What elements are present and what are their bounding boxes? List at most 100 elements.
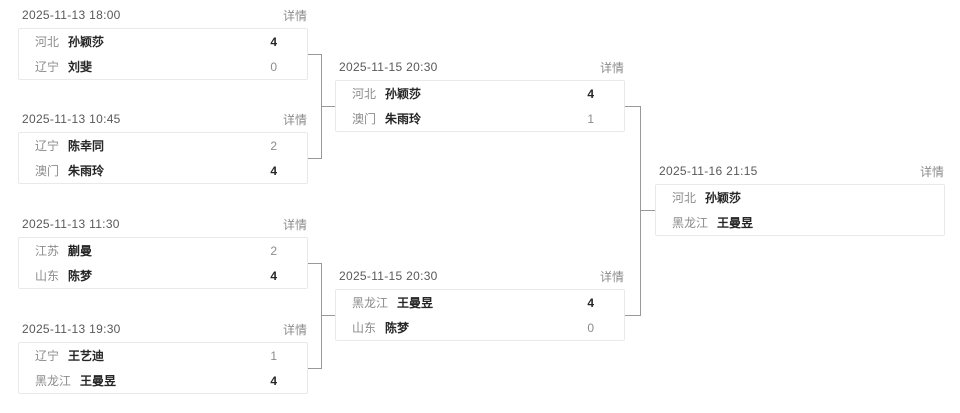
player-region: 黑龙江 bbox=[672, 216, 709, 230]
match-block-qf4: 2025-11-13 19:30 详情 辽宁 王艺迪 1 黑龙江 王曼昱 4 bbox=[18, 322, 308, 394]
player-row: 辽宁 陈幸同 2 bbox=[19, 133, 307, 158]
player-row: 黑龙江 王曼昱 4 bbox=[19, 368, 307, 393]
player-row: 河北 孙颖莎 bbox=[656, 185, 944, 210]
match-card[interactable]: 黑龙江 王曼昱 4 山东 陈梦 0 bbox=[335, 289, 625, 341]
player-name: 王曼昱 bbox=[80, 374, 117, 388]
player-name: 王曼昱 bbox=[397, 296, 434, 310]
match-date: 2025-11-13 19:30 bbox=[22, 322, 121, 336]
player-score: 1 bbox=[270, 348, 277, 363]
player-score: 2 bbox=[270, 243, 277, 258]
match-date: 2025-11-13 10:45 bbox=[22, 112, 121, 126]
player-region: 河北 bbox=[35, 35, 60, 49]
player-name: 蒯曼 bbox=[68, 244, 93, 258]
player-row: 澳门 朱雨玲 1 bbox=[336, 106, 624, 131]
match-detail-link[interactable]: 详情 bbox=[282, 217, 307, 232]
match-detail-link[interactable]: 详情 bbox=[282, 322, 307, 337]
match-block-qf1: 2025-11-13 18:00 详情 河北 孙颖莎 4 辽宁 刘斐 0 bbox=[18, 8, 308, 80]
player-name: 孙颖莎 bbox=[385, 87, 422, 101]
player-region: 河北 bbox=[672, 191, 697, 205]
match-date: 2025-11-13 11:30 bbox=[22, 217, 120, 231]
player-row: 辽宁 王艺迪 1 bbox=[19, 343, 307, 368]
bracket-connector bbox=[321, 263, 322, 369]
match-block-final: 2025-11-16 21:15 详情 河北 孙颖莎 黑龙江 王曼昱 bbox=[655, 164, 945, 236]
player-row: 河北 孙颖莎 4 bbox=[19, 29, 307, 54]
match-date: 2025-11-15 20:30 bbox=[339, 269, 438, 283]
player-row: 江苏 蒯曼 2 bbox=[19, 238, 307, 263]
player-score: 4 bbox=[587, 295, 594, 310]
match-detail-link[interactable]: 详情 bbox=[599, 60, 624, 75]
bracket-connector bbox=[321, 106, 335, 107]
player-name: 孙颖莎 bbox=[68, 35, 105, 49]
match-header: 2025-11-16 21:15 详情 bbox=[655, 164, 945, 179]
player-row: 澳门 朱雨玲 4 bbox=[19, 158, 307, 183]
player-region: 江苏 bbox=[35, 244, 60, 258]
match-card[interactable]: 江苏 蒯曼 2 山东 陈梦 4 bbox=[18, 237, 308, 289]
match-block-sf1: 2025-11-15 20:30 详情 河北 孙颖莎 4 澳门 朱雨玲 1 bbox=[335, 60, 625, 132]
match-detail-link[interactable]: 详情 bbox=[282, 112, 307, 127]
player-score: 0 bbox=[587, 320, 594, 335]
player-score: 1 bbox=[587, 111, 594, 126]
bracket-connector bbox=[308, 54, 321, 55]
match-header: 2025-11-15 20:30 详情 bbox=[335, 60, 625, 75]
player-name: 朱雨玲 bbox=[68, 164, 105, 178]
player-region: 河北 bbox=[352, 87, 377, 101]
match-block-sf2: 2025-11-15 20:30 详情 黑龙江 王曼昱 4 山东 陈梦 0 bbox=[335, 269, 625, 341]
match-detail-link[interactable]: 详情 bbox=[282, 8, 307, 23]
bracket-connector bbox=[640, 106, 641, 316]
player-row: 山东 陈梦 0 bbox=[336, 315, 624, 340]
player-score: 4 bbox=[270, 268, 277, 283]
bracket-connector bbox=[308, 263, 321, 264]
bracket-connector bbox=[308, 158, 321, 159]
player-region: 辽宁 bbox=[35, 60, 60, 74]
player-name: 孙颖莎 bbox=[705, 191, 742, 205]
match-detail-link[interactable]: 详情 bbox=[599, 269, 624, 284]
match-date: 2025-11-13 18:00 bbox=[22, 8, 121, 22]
player-name: 陈梦 bbox=[68, 269, 93, 283]
match-card[interactable]: 辽宁 陈幸同 2 澳门 朱雨玲 4 bbox=[18, 132, 308, 184]
match-block-qf2: 2025-11-13 10:45 详情 辽宁 陈幸同 2 澳门 朱雨玲 4 bbox=[18, 112, 308, 184]
match-card[interactable]: 辽宁 王艺迪 1 黑龙江 王曼昱 4 bbox=[18, 342, 308, 394]
player-row: 黑龙江 王曼昱 bbox=[656, 210, 944, 235]
match-date: 2025-11-15 20:30 bbox=[339, 60, 438, 74]
player-region: 黑龙江 bbox=[352, 296, 389, 310]
bracket-connector bbox=[321, 315, 335, 316]
player-name: 王曼昱 bbox=[717, 216, 754, 230]
bracket-connector bbox=[640, 210, 655, 211]
bracket-connector bbox=[625, 315, 640, 316]
match-header: 2025-11-13 10:45 详情 bbox=[18, 112, 308, 127]
match-header: 2025-11-13 19:30 详情 bbox=[18, 322, 308, 337]
player-score: 4 bbox=[270, 373, 277, 388]
player-name: 陈幸同 bbox=[68, 139, 105, 153]
player-score: 0 bbox=[270, 59, 277, 74]
player-row: 辽宁 刘斐 0 bbox=[19, 54, 307, 79]
bracket-connector bbox=[308, 368, 321, 369]
player-region: 辽宁 bbox=[35, 349, 60, 363]
player-region: 澳门 bbox=[35, 164, 60, 178]
match-card[interactable]: 河北 孙颖莎 黑龙江 王曼昱 bbox=[655, 184, 945, 236]
player-score: 4 bbox=[270, 163, 277, 178]
match-header: 2025-11-15 20:30 详情 bbox=[335, 269, 625, 284]
player-score: 4 bbox=[587, 86, 594, 101]
bracket-connector bbox=[625, 106, 640, 107]
match-card[interactable]: 河北 孙颖莎 4 澳门 朱雨玲 1 bbox=[335, 80, 625, 132]
player-name: 朱雨玲 bbox=[385, 112, 422, 126]
player-region: 黑龙江 bbox=[35, 374, 72, 388]
match-card[interactable]: 河北 孙颖莎 4 辽宁 刘斐 0 bbox=[18, 28, 308, 80]
player-name: 刘斐 bbox=[68, 60, 93, 74]
player-row: 山东 陈梦 4 bbox=[19, 263, 307, 288]
player-name: 陈梦 bbox=[385, 321, 410, 335]
match-date: 2025-11-16 21:15 bbox=[659, 164, 758, 178]
player-region: 辽宁 bbox=[35, 139, 60, 153]
match-detail-link[interactable]: 详情 bbox=[919, 164, 944, 179]
player-row: 河北 孙颖莎 4 bbox=[336, 81, 624, 106]
player-score: 2 bbox=[270, 138, 277, 153]
player-region: 山东 bbox=[352, 321, 377, 335]
match-block-qf3: 2025-11-13 11:30 详情 江苏 蒯曼 2 山东 陈梦 4 bbox=[18, 217, 308, 289]
player-row: 黑龙江 王曼昱 4 bbox=[336, 290, 624, 315]
player-name: 王艺迪 bbox=[68, 349, 105, 363]
player-region: 澳门 bbox=[352, 112, 377, 126]
player-score: 4 bbox=[270, 34, 277, 49]
player-region: 山东 bbox=[35, 269, 60, 283]
match-header: 2025-11-13 11:30 详情 bbox=[18, 217, 308, 232]
